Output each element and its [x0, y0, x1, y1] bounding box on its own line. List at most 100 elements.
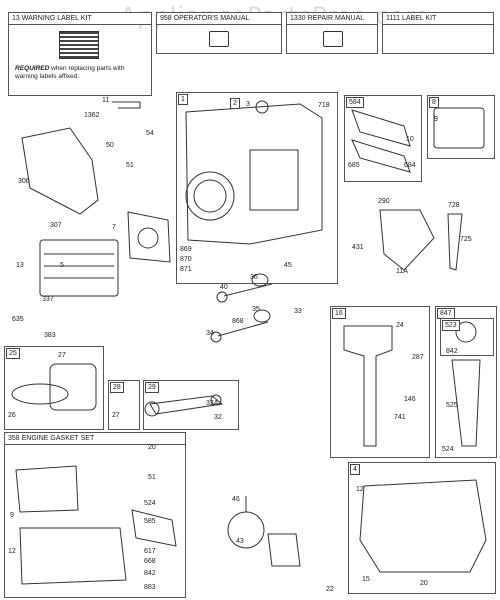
part-label[interactable]: 45 — [284, 262, 292, 269]
valve-spring — [251, 273, 269, 287]
part-label[interactable]: 431 — [352, 244, 364, 251]
crankshaft — [343, 325, 393, 447]
part-label[interactable]: 35 — [252, 306, 260, 313]
part-label[interactable]: 11A — [396, 268, 408, 275]
part-label[interactable]: 871 — [180, 266, 192, 273]
part-label[interactable]: 525 — [446, 402, 458, 409]
part-label[interactable]: 741 — [394, 414, 406, 421]
book-icon — [323, 31, 343, 47]
part-label[interactable]: 635 — [12, 316, 24, 323]
warning-label-kit-title: 13 WARNING LABEL KIT — [9, 13, 151, 25]
part-label[interactable]: 883 — [144, 584, 156, 591]
governor-link — [447, 213, 463, 271]
operators-manual-box[interactable]: 958 OPERATOR'S MANUAL — [156, 12, 282, 54]
oil-sump — [359, 479, 487, 573]
group-8-box[interactable] — [427, 95, 495, 159]
breather-tube — [112, 101, 141, 109]
piston — [49, 363, 97, 411]
part-label[interactable]: 10 — [406, 136, 414, 143]
part-label[interactable]: 27 — [112, 412, 120, 419]
group-28-box[interactable] — [108, 380, 140, 430]
part-label[interactable]: 869 — [180, 246, 192, 253]
part-label[interactable]: 718 — [318, 102, 330, 109]
operators-manual-title: 958 OPERATOR'S MANUAL — [157, 13, 281, 25]
group-tag-2: 2 — [230, 98, 240, 109]
group-584-box[interactable] — [344, 95, 422, 182]
governor-bracket — [379, 209, 435, 271]
part-label[interactable]: 36 — [250, 274, 258, 281]
part-label[interactable]: 20 — [420, 580, 428, 587]
part-label[interactable]: 51 — [148, 474, 156, 481]
part-label[interactable]: 20 — [148, 444, 156, 451]
group-847-box[interactable] — [435, 306, 497, 458]
part-label[interactable]: 146 — [404, 396, 416, 403]
required-rest: when replacing parts with warning labels… — [15, 65, 125, 80]
part-label[interactable]: 685 — [348, 162, 360, 169]
part-label[interactable]: 684 — [404, 162, 416, 169]
part-label[interactable]: 12 — [356, 486, 364, 493]
connecting-rod-group-box[interactable] — [143, 380, 239, 430]
part-label[interactable]: 337 — [42, 296, 54, 303]
part-label[interactable]: 11 — [102, 97, 110, 104]
part-label[interactable]: 15 — [362, 576, 370, 583]
part-label[interactable]: 383 — [44, 332, 56, 339]
group-tag-584: 584 — [346, 97, 364, 108]
part-label[interactable]: 870 — [180, 256, 192, 263]
part-label[interactable]: 13 — [16, 262, 24, 269]
governor-assembly — [267, 533, 301, 567]
part-label[interactable]: 290 — [378, 198, 390, 205]
part-label[interactable]: 287 — [412, 354, 424, 361]
part-label[interactable]: 32 — [214, 414, 222, 421]
part-label[interactable]: 524 — [442, 446, 454, 453]
part-label[interactable]: 842 — [446, 348, 458, 355]
part-label[interactable]: 9 — [10, 512, 14, 519]
engine-gasket-set-title: 358 ENGINE GASKET SET — [5, 433, 185, 445]
repair-manual-box[interactable]: 1330 REPAIR MANUAL — [286, 12, 378, 54]
part-label[interactable]: 842 — [144, 570, 156, 577]
part-label[interactable]: 3 — [246, 101, 250, 108]
part-label[interactable]: 728 — [448, 202, 460, 209]
sump-gasket — [19, 527, 127, 585]
part-label[interactable]: 585 — [144, 518, 156, 525]
part-label[interactable]: 50 — [106, 142, 114, 149]
part-label[interactable]: 306 — [18, 178, 30, 185]
part-label[interactable]: 34 — [206, 330, 214, 337]
exhaust-valve — [217, 321, 269, 337]
crankshaft-group-box[interactable] — [330, 306, 430, 458]
part-label[interactable]: 46 — [232, 496, 240, 503]
part-label[interactable]: 24 — [396, 322, 404, 329]
part-label[interactable]: 12 — [8, 548, 16, 555]
head-gasket — [127, 211, 171, 263]
required-note: REQUIRED when replacing parts with warni… — [15, 65, 145, 81]
part-label[interactable]: 33 — [294, 308, 302, 315]
piston-group-box[interactable] — [4, 346, 104, 430]
part-label[interactable]: 40 — [220, 284, 228, 291]
part-label[interactable]: 9 — [434, 116, 438, 123]
engine-gasket-set-box[interactable]: 358 ENGINE GASKET SET — [4, 432, 186, 598]
cylinder-shroud — [21, 127, 99, 215]
part-label[interactable]: 27 — [58, 352, 66, 359]
sump-group-box[interactable] — [348, 462, 496, 594]
group-tag-16: 16 — [332, 308, 346, 319]
part-label[interactable]: 1362 — [84, 112, 100, 119]
warning-label-kit-box[interactable]: 13 WARNING LABEL KIT REQUIRED when repla… — [8, 12, 152, 96]
cylinder-group-box[interactable] — [176, 92, 338, 284]
part-label[interactable]: 43 — [236, 538, 244, 545]
part-label[interactable]: 668 — [144, 558, 156, 565]
part-label[interactable]: 51 — [126, 162, 134, 169]
part-label[interactable]: 725 — [460, 236, 472, 243]
part-label[interactable]: 307 — [50, 222, 62, 229]
part-label[interactable]: 5 — [60, 262, 64, 269]
part-label[interactable]: 22 — [326, 586, 334, 593]
part-label[interactable]: 54 — [146, 130, 154, 137]
part-label[interactable]: 7 — [112, 224, 116, 231]
label-kit-box[interactable]: 1111 LABEL KIT — [382, 12, 494, 54]
governor-gear — [451, 359, 481, 447]
part-label[interactable]: 32A — [206, 400, 219, 407]
group-523-box[interactable] — [440, 318, 494, 356]
part-label[interactable]: 26 — [8, 412, 16, 419]
part-label[interactable]: 524 — [144, 500, 156, 507]
part-label[interactable]: 617 — [144, 548, 156, 555]
part-label[interactable]: 868 — [232, 318, 244, 325]
